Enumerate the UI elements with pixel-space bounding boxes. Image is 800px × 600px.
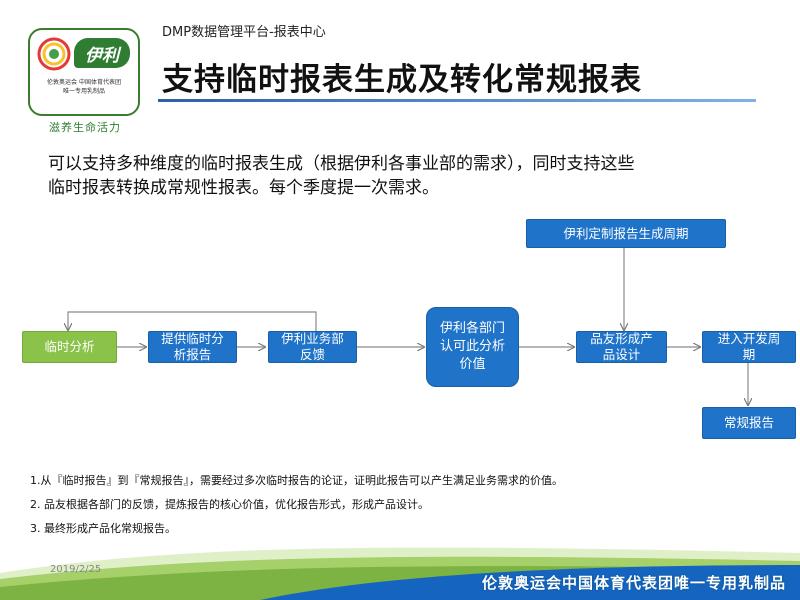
node-temp-analysis: 临时分析 bbox=[22, 331, 117, 363]
logo-caption-line2: 唯一专用乳制品 bbox=[62, 88, 105, 95]
node-dept-approve: 伊利各部门 认可此分析 价值 bbox=[426, 307, 519, 387]
feedback-loop-arrow bbox=[68, 311, 317, 331]
note-item: 2. 品友根据各部门的反馈，提炼报告的核心价值，优化报告形式，形成产品设计。 bbox=[30, 498, 429, 511]
olympic-swirl-icon bbox=[37, 37, 71, 71]
node-regular-report: 常规报告 bbox=[702, 407, 796, 439]
title-divider bbox=[158, 99, 756, 102]
logo-slogan: 滋养生命活力 bbox=[49, 121, 121, 134]
intro-line-2: 临时报表转换成常规性报表。每个季度提一次需求。 bbox=[48, 178, 439, 198]
notes-list: 1.从『临时报告』到『常规报告』，需要经过多次临时报告的论证，证明此报告可以产生… bbox=[30, 469, 770, 541]
note-item: 1.从『临时报告』到『常规报告』，需要经过多次临时报告的论证，证明此报告可以产生… bbox=[30, 474, 563, 487]
node-design: 品友形成产 品设计 bbox=[576, 331, 667, 363]
footer-slogan: 伦敦奥运会中国体育代表团唯一专用乳制品 bbox=[481, 574, 786, 592]
logo-brand-text: 伊利 bbox=[74, 38, 130, 68]
node-provide-report: 提供临时分 析报告 bbox=[148, 331, 237, 363]
intro-line-1: 可以支持多种维度的临时报表生成（根据伊利各事业部的需求），同时支持这些 bbox=[48, 154, 635, 174]
node-dev-cycle: 进入开发周 期 bbox=[702, 331, 796, 363]
logo-caption: 伦敦奥运会 中国体育代表团 唯一专用乳制品 bbox=[32, 78, 136, 96]
intro-paragraph: 可以支持多种维度的临时报表生成（根据伊利各事业部的需求），同时支持这些 临时报表… bbox=[48, 152, 768, 200]
page-title: 支持临时报表生成及转化常规报表 bbox=[162, 62, 642, 98]
brand-logo: 伊利 伦敦奥运会 中国体育代表团 唯一专用乳制品 bbox=[28, 28, 140, 116]
breadcrumb: DMP数据管理平台-报表中心 bbox=[162, 25, 326, 40]
logo-caption-line1: 伦敦奥运会 中国体育代表团 bbox=[47, 79, 121, 86]
footer-wave-banner bbox=[0, 547, 800, 600]
node-custom-cycle: 伊利定制报告生成周期 bbox=[526, 219, 726, 248]
note-item: 3. 最终形成产品化常规报告。 bbox=[30, 522, 176, 535]
node-biz-feedback: 伊利业务部 反馈 bbox=[268, 331, 357, 363]
footer-date: 2019/2/25 bbox=[50, 564, 102, 575]
